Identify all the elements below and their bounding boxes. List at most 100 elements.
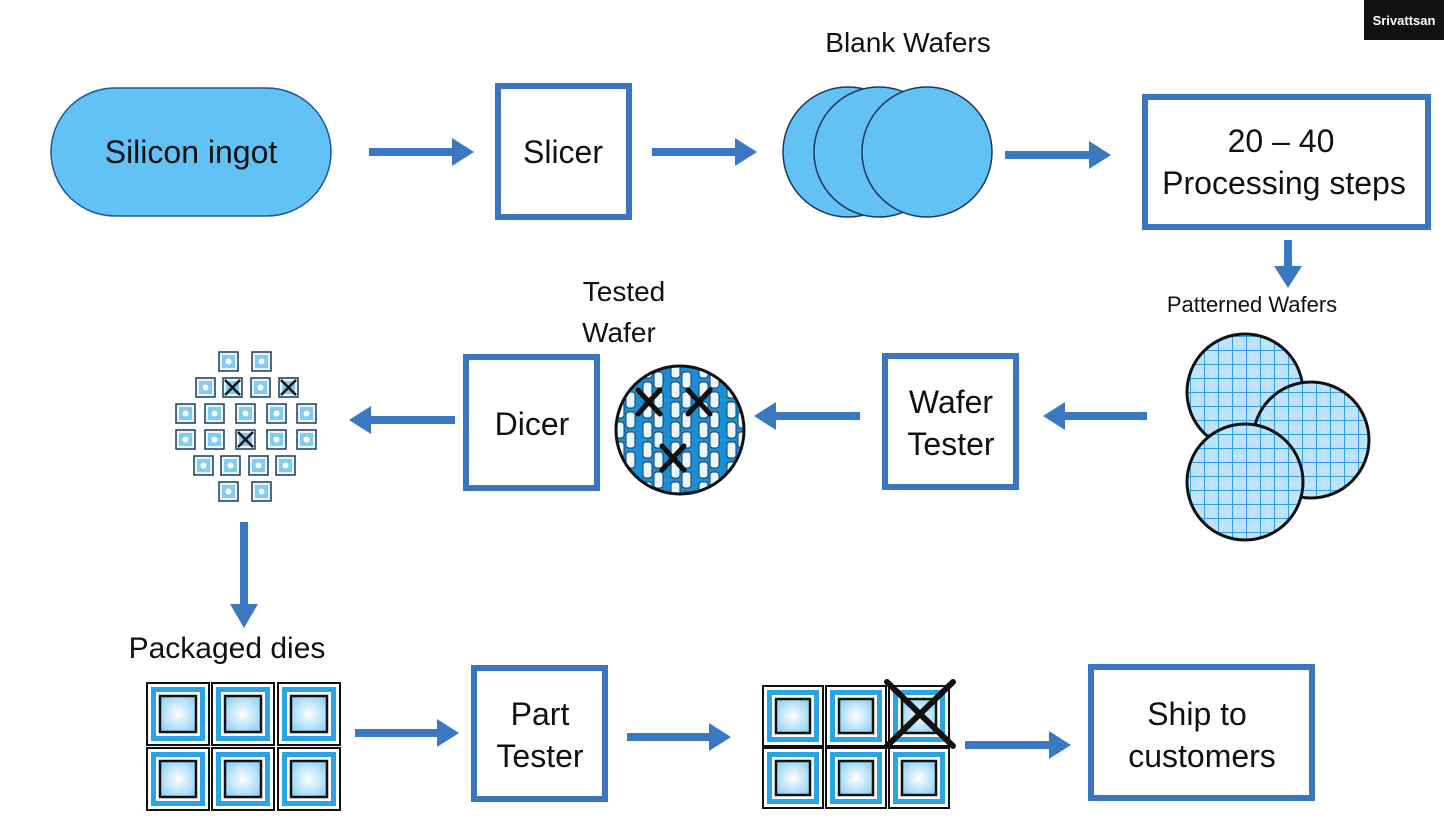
diced-die	[204, 403, 225, 424]
arrow-slicer-to-wafers	[652, 138, 757, 166]
diced-die	[296, 429, 317, 450]
arrow-part-tester-to-tested-parts	[627, 723, 731, 751]
diced-die	[251, 351, 272, 372]
processing-count-label: 20 – 40	[1228, 123, 1335, 159]
diced-die	[218, 481, 239, 502]
tested-parts-illustration	[762, 679, 956, 809]
diced-die	[296, 403, 317, 424]
wafer-cell	[616, 366, 625, 379]
diced-dies-illustration	[175, 351, 317, 502]
wafer-cell	[642, 461, 653, 479]
wafer-cell	[625, 491, 636, 494]
arrow-wafers-to-processing	[1005, 141, 1111, 169]
diced-die	[275, 455, 296, 476]
blank-wafers-label: Blank Wafers	[825, 27, 990, 58]
wafer-cell	[709, 491, 720, 494]
wafer-cell	[726, 421, 737, 439]
wafer-cell	[653, 371, 664, 389]
wafer-cell	[726, 401, 737, 419]
arrow-ingot-to-slicer	[369, 138, 474, 166]
processing-steps-node: 20 – 40 Processing steps	[1142, 94, 1431, 230]
silicon-ingot-node: Silicon ingot	[50, 87, 332, 217]
diced-die	[175, 403, 196, 424]
participant-name-tag: Srivattsan	[1364, 0, 1444, 40]
packaged-die	[277, 682, 341, 746]
diced-die	[218, 351, 239, 372]
tested-wafer-label-line1: Tested	[583, 276, 666, 307]
wafer-cell	[709, 411, 720, 429]
diced-die	[204, 429, 225, 450]
diced-die	[266, 429, 287, 450]
packaged-dies-illustration	[146, 682, 341, 811]
arrow-patterned-to-wafer-tester	[1043, 402, 1147, 430]
part-tester-label-line1: Part	[511, 696, 570, 732]
wafer-cell	[698, 461, 709, 479]
diced-die	[193, 455, 214, 476]
silicon-ingot-label: Silicon ingot	[105, 134, 278, 170]
patterned-wafers-illustration	[1185, 332, 1371, 542]
tested-part	[825, 747, 887, 809]
patterned-wafers-label: Patterned Wafers	[1167, 292, 1337, 317]
wafer-cell	[670, 481, 681, 494]
wafer-tester-node: Wafer Tester	[882, 353, 1019, 490]
wafer-cell	[653, 471, 664, 489]
wafer-tester-label-line2: Tester	[907, 426, 994, 462]
dicer-label: Dicer	[495, 406, 570, 442]
wafer-cell	[737, 471, 744, 489]
wafer-cell	[709, 451, 720, 469]
wafer-cell	[737, 371, 744, 389]
wafer-cell	[726, 366, 737, 379]
diced-die	[222, 377, 243, 398]
rejected-part-cross-icon	[884, 679, 956, 749]
tested-wafer-label-line2: Wafer	[582, 317, 656, 348]
wafer-cell	[670, 366, 681, 379]
packaged-die	[211, 682, 275, 746]
packaged-die	[277, 747, 341, 811]
arrow-dicer-to-dies	[349, 406, 455, 434]
slicer-label: Slicer	[523, 134, 603, 170]
blank-wafers-illustration	[782, 86, 993, 218]
arrow-dies-to-packaged	[230, 522, 258, 628]
wafer-cell	[642, 421, 653, 439]
dicer-node: Dicer	[463, 354, 600, 491]
wafer-cell	[642, 441, 653, 459]
diced-die	[175, 429, 196, 450]
part-tester-node: Part Tester	[471, 665, 608, 802]
part-tester-label-line2: Tester	[496, 738, 583, 774]
wafer-cell	[709, 391, 720, 409]
arrow-wafer-tester-to-tested-wafer	[754, 402, 860, 430]
diced-die	[195, 377, 216, 398]
wafer-cell	[698, 441, 709, 459]
wafer-cell	[653, 451, 664, 469]
packaged-die	[146, 747, 210, 811]
wafer-cell	[681, 471, 692, 489]
arrow-processing-to-patterned	[1274, 240, 1302, 288]
slicer-node: Slicer	[495, 83, 632, 220]
diced-die	[278, 377, 299, 398]
ship-label-line1: Ship to	[1147, 696, 1247, 732]
wafer-cell	[726, 481, 737, 494]
wafer-tester-label-line1: Wafer	[909, 384, 994, 420]
wafer-cell	[670, 381, 681, 399]
diced-die	[250, 377, 271, 398]
packaged-die	[146, 682, 210, 746]
wafer-cell	[726, 441, 737, 459]
diced-die	[266, 403, 287, 424]
diced-die	[248, 455, 269, 476]
diced-die	[220, 455, 241, 476]
packaged-die	[211, 747, 275, 811]
wafer-cell	[625, 391, 636, 409]
wafer-cell	[625, 431, 636, 449]
tested-part	[762, 685, 824, 747]
wafer-cell	[681, 491, 692, 494]
tested-part	[888, 747, 950, 809]
tested-part	[762, 747, 824, 809]
diced-die	[235, 403, 256, 424]
tested-part	[825, 685, 887, 747]
wafer-cell	[670, 401, 681, 419]
wafer-cell	[625, 411, 636, 429]
diced-die	[235, 429, 256, 450]
wafer-cell	[681, 451, 692, 469]
ship-label-line2: customers	[1128, 738, 1276, 774]
